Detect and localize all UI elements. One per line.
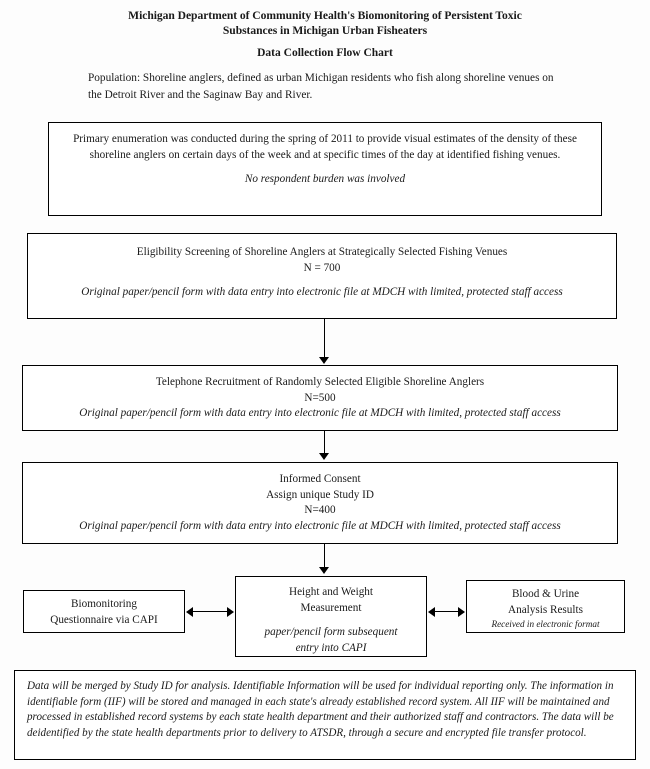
page-title: Michigan Department of Community Health'…	[0, 8, 650, 38]
eligibility-title: Eligibility Screening of Shoreline Angle…	[136, 246, 508, 258]
box-primary-enumeration: Primary enumeration was conducted during…	[48, 122, 602, 216]
eligibility-count: N = 700	[303, 261, 341, 274]
box-data-merge-statement: Data will be merged by Study ID for anal…	[14, 670, 636, 760]
blood-urine-line-1: Blood & Urine	[511, 588, 580, 600]
height-weight-note-line-1: paper/pencil form subsequent	[264, 626, 398, 638]
box-biomonitoring-questionnaire: Biomonitoring Questionnaire via CAPI	[23, 590, 185, 633]
spacer	[42, 276, 602, 285]
telephone-title: Telephone Recruitment of Randomly Select…	[155, 376, 485, 388]
consent-subtitle: Assign unique Study ID	[266, 488, 374, 501]
arrow-shaft	[434, 611, 459, 613]
telephone-note: Original paper/pencil form with data ent…	[79, 407, 561, 419]
arrowhead-icon	[319, 357, 329, 364]
arrowhead-right-icon	[227, 606, 234, 617]
arrowhead-right-icon	[458, 606, 465, 617]
connector-telephone-to-consent	[324, 431, 326, 455]
primary-enumeration-body: Primary enumeration was conducted during…	[73, 133, 577, 161]
spacer	[65, 163, 585, 172]
height-weight-line-2: Measurement	[300, 601, 362, 614]
questionnaire-line-1: Biomonitoring	[71, 598, 137, 610]
double-arrow-measurement-blood-icon	[428, 606, 465, 617]
arrowhead-icon	[319, 453, 329, 460]
title-line-1: Michigan Department of Community Health'…	[128, 9, 522, 22]
blood-urine-line-2: Analysis Results	[508, 603, 583, 616]
height-weight-line-1: Height and Weight	[288, 586, 374, 598]
consent-count: N=400	[304, 504, 336, 516]
connector-consent-to-measurement	[324, 544, 326, 569]
blood-urine-note: Received in electronic format	[491, 619, 600, 629]
arrowhead-left-icon	[428, 606, 435, 617]
merge-body: Data will be merged by Study ID for anal…	[27, 680, 614, 739]
arrow-shaft	[192, 611, 228, 613]
telephone-count: N=500	[304, 391, 336, 404]
consent-title: Informed Consent	[279, 473, 361, 485]
questionnaire-line-2: Questionnaire via CAPI	[50, 613, 158, 626]
box-blood-urine-analysis: Blood & Urine Analysis Results Received …	[466, 580, 625, 633]
box-eligibility-screening: Eligibility Screening of Shoreline Angle…	[27, 233, 617, 319]
box-telephone-recruitment: Telephone Recruitment of Randomly Select…	[22, 365, 618, 431]
arrowhead-icon	[319, 567, 329, 574]
primary-enumeration-note: No respondent burden was involved	[244, 173, 406, 185]
double-arrow-questionnaire-measurement-icon	[186, 606, 234, 617]
connector-eligibility-to-telephone	[324, 319, 326, 359]
consent-note: Original paper/pencil form with data ent…	[79, 519, 561, 532]
box-informed-consent: Informed Consent Assign unique Study ID …	[22, 462, 618, 544]
height-weight-note-line-2: entry into CAPI	[295, 641, 367, 654]
arrowhead-left-icon	[186, 606, 193, 617]
spacer	[244, 616, 418, 625]
box-height-weight-measurement: Height and Weight Measurement paper/penc…	[235, 576, 427, 657]
eligibility-note: Original paper/pencil form with data ent…	[81, 286, 563, 298]
title-line-2: Substances in Michigan Urban Fisheaters	[222, 24, 428, 37]
page-subtitle: Data Collection Flow Chart	[257, 47, 393, 59]
population-description: Population: Shoreline anglers, defined a…	[88, 72, 554, 101]
